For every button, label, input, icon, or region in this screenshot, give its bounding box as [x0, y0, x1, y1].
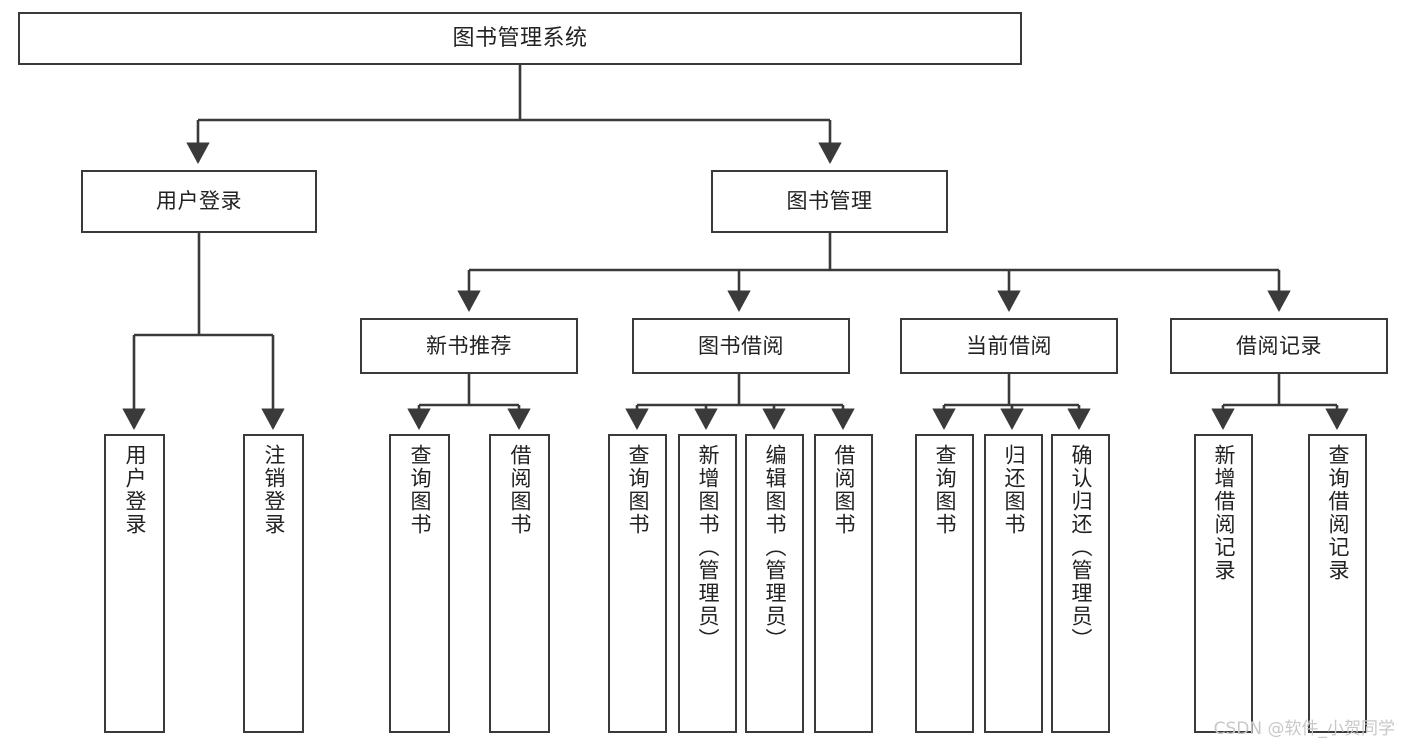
node-leaf-query-record[interactable]: 查询借阅记录: [1308, 434, 1367, 733]
node-book-borrow-label: 图书借阅: [698, 333, 784, 358]
node-current-borrow[interactable]: 当前借阅: [900, 318, 1118, 374]
node-leaf-edit-book[interactable]: 编辑图书（管理员）: [745, 434, 804, 733]
node-leaf-query-book-1-label: 查询图书: [408, 444, 432, 536]
node-leaf-confirm-return[interactable]: 确认归还（管理员）: [1051, 434, 1110, 733]
node-leaf-borrow-book-1-label: 借阅图书: [508, 444, 532, 536]
node-new-book-recommend-label: 新书推荐: [426, 333, 512, 358]
node-user-login-label: 用户登录: [156, 189, 242, 214]
node-leaf-add-book[interactable]: 新增图书（管理员）: [678, 434, 737, 733]
node-leaf-confirm-return-label: 确认归还（管理员）: [1069, 444, 1093, 651]
node-root[interactable]: 图书管理系统: [18, 12, 1022, 65]
node-leaf-add-record-label: 新增借阅记录: [1212, 444, 1236, 582]
node-leaf-query-book-3-label: 查询图书: [933, 444, 957, 536]
node-leaf-add-record[interactable]: 新增借阅记录: [1194, 434, 1253, 733]
node-leaf-borrow-book-2[interactable]: 借阅图书: [814, 434, 873, 733]
node-leaf-borrow-book-2-label: 借阅图书: [832, 444, 856, 536]
node-leaf-return-book[interactable]: 归还图书: [984, 434, 1043, 733]
node-user-login[interactable]: 用户登录: [81, 170, 317, 233]
node-leaf-query-record-label: 查询借阅记录: [1326, 444, 1350, 582]
node-leaf-add-book-label: 新增图书（管理员）: [696, 444, 720, 651]
node-new-book-recommend[interactable]: 新书推荐: [360, 318, 578, 374]
node-leaf-borrow-book-1[interactable]: 借阅图书: [489, 434, 550, 733]
node-root-label: 图书管理系统: [452, 25, 588, 51]
node-book-manage-label: 图书管理: [786, 189, 873, 214]
node-leaf-user-logout[interactable]: 注销登录: [243, 434, 304, 733]
node-borrow-record[interactable]: 借阅记录: [1170, 318, 1388, 374]
node-leaf-return-book-label: 归还图书: [1002, 444, 1026, 536]
node-book-manage[interactable]: 图书管理: [711, 170, 948, 233]
node-leaf-query-book-3[interactable]: 查询图书: [915, 434, 974, 733]
node-borrow-record-label: 借阅记录: [1236, 333, 1322, 358]
node-leaf-edit-book-label: 编辑图书（管理员）: [763, 444, 787, 651]
node-leaf-user-login[interactable]: 用户登录: [104, 434, 165, 733]
node-leaf-query-book-1[interactable]: 查询图书: [389, 434, 450, 733]
node-book-borrow[interactable]: 图书借阅: [632, 318, 850, 374]
node-current-borrow-label: 当前借阅: [966, 333, 1052, 358]
node-leaf-user-login-label: 用户登录: [123, 444, 147, 536]
node-leaf-query-book-2-label: 查询图书: [626, 444, 650, 536]
node-leaf-user-logout-label: 注销登录: [262, 444, 286, 536]
node-leaf-query-book-2[interactable]: 查询图书: [608, 434, 667, 733]
